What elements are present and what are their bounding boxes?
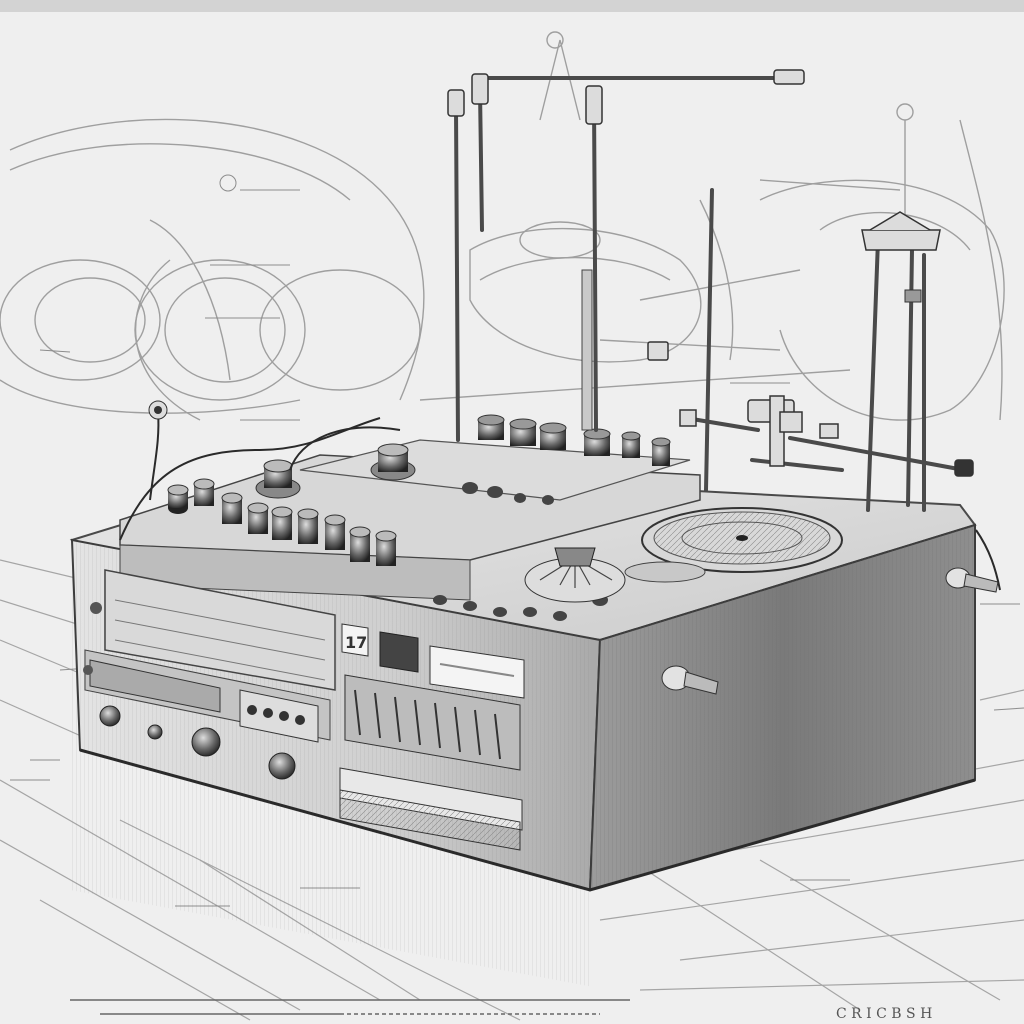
background-sketch [0,31,1005,421]
knob-icon [539,422,567,450]
knob-icon [375,530,397,566]
knob-icon [324,514,346,550]
small-connector [148,400,168,420]
caption-right: C R I C B S H [836,1006,932,1022]
knob-icon [349,526,371,562]
dial-icon [524,547,626,603]
knob-icon [221,492,243,524]
antenna-icon [454,76,966,512]
knob-row [167,414,671,566]
knob-icon [370,443,416,481]
tape-slot [104,569,336,691]
front-panel: 17 [83,569,525,851]
cables [119,409,1001,591]
knob-icon [477,414,505,440]
knob-icon [271,506,293,540]
knob-icon [509,418,537,446]
knob-icon [193,478,215,506]
side-knob-icon [661,665,719,695]
knob-icon [651,437,671,466]
audio-device: 17 [69,414,999,987]
label-plate [341,623,369,657]
knob-icon [167,484,189,514]
knob-icon [297,508,319,544]
side-knob-icon [945,567,999,593]
knob-icon [583,428,611,456]
knob-icon [621,431,641,458]
top-border [0,0,1024,12]
label-digit: 17 [345,633,367,652]
knob-icon [247,502,269,534]
turntable-icon [641,507,843,573]
knob-icon [255,459,301,499]
caption-scribble [70,999,630,1015]
antenna-tips [447,69,974,477]
